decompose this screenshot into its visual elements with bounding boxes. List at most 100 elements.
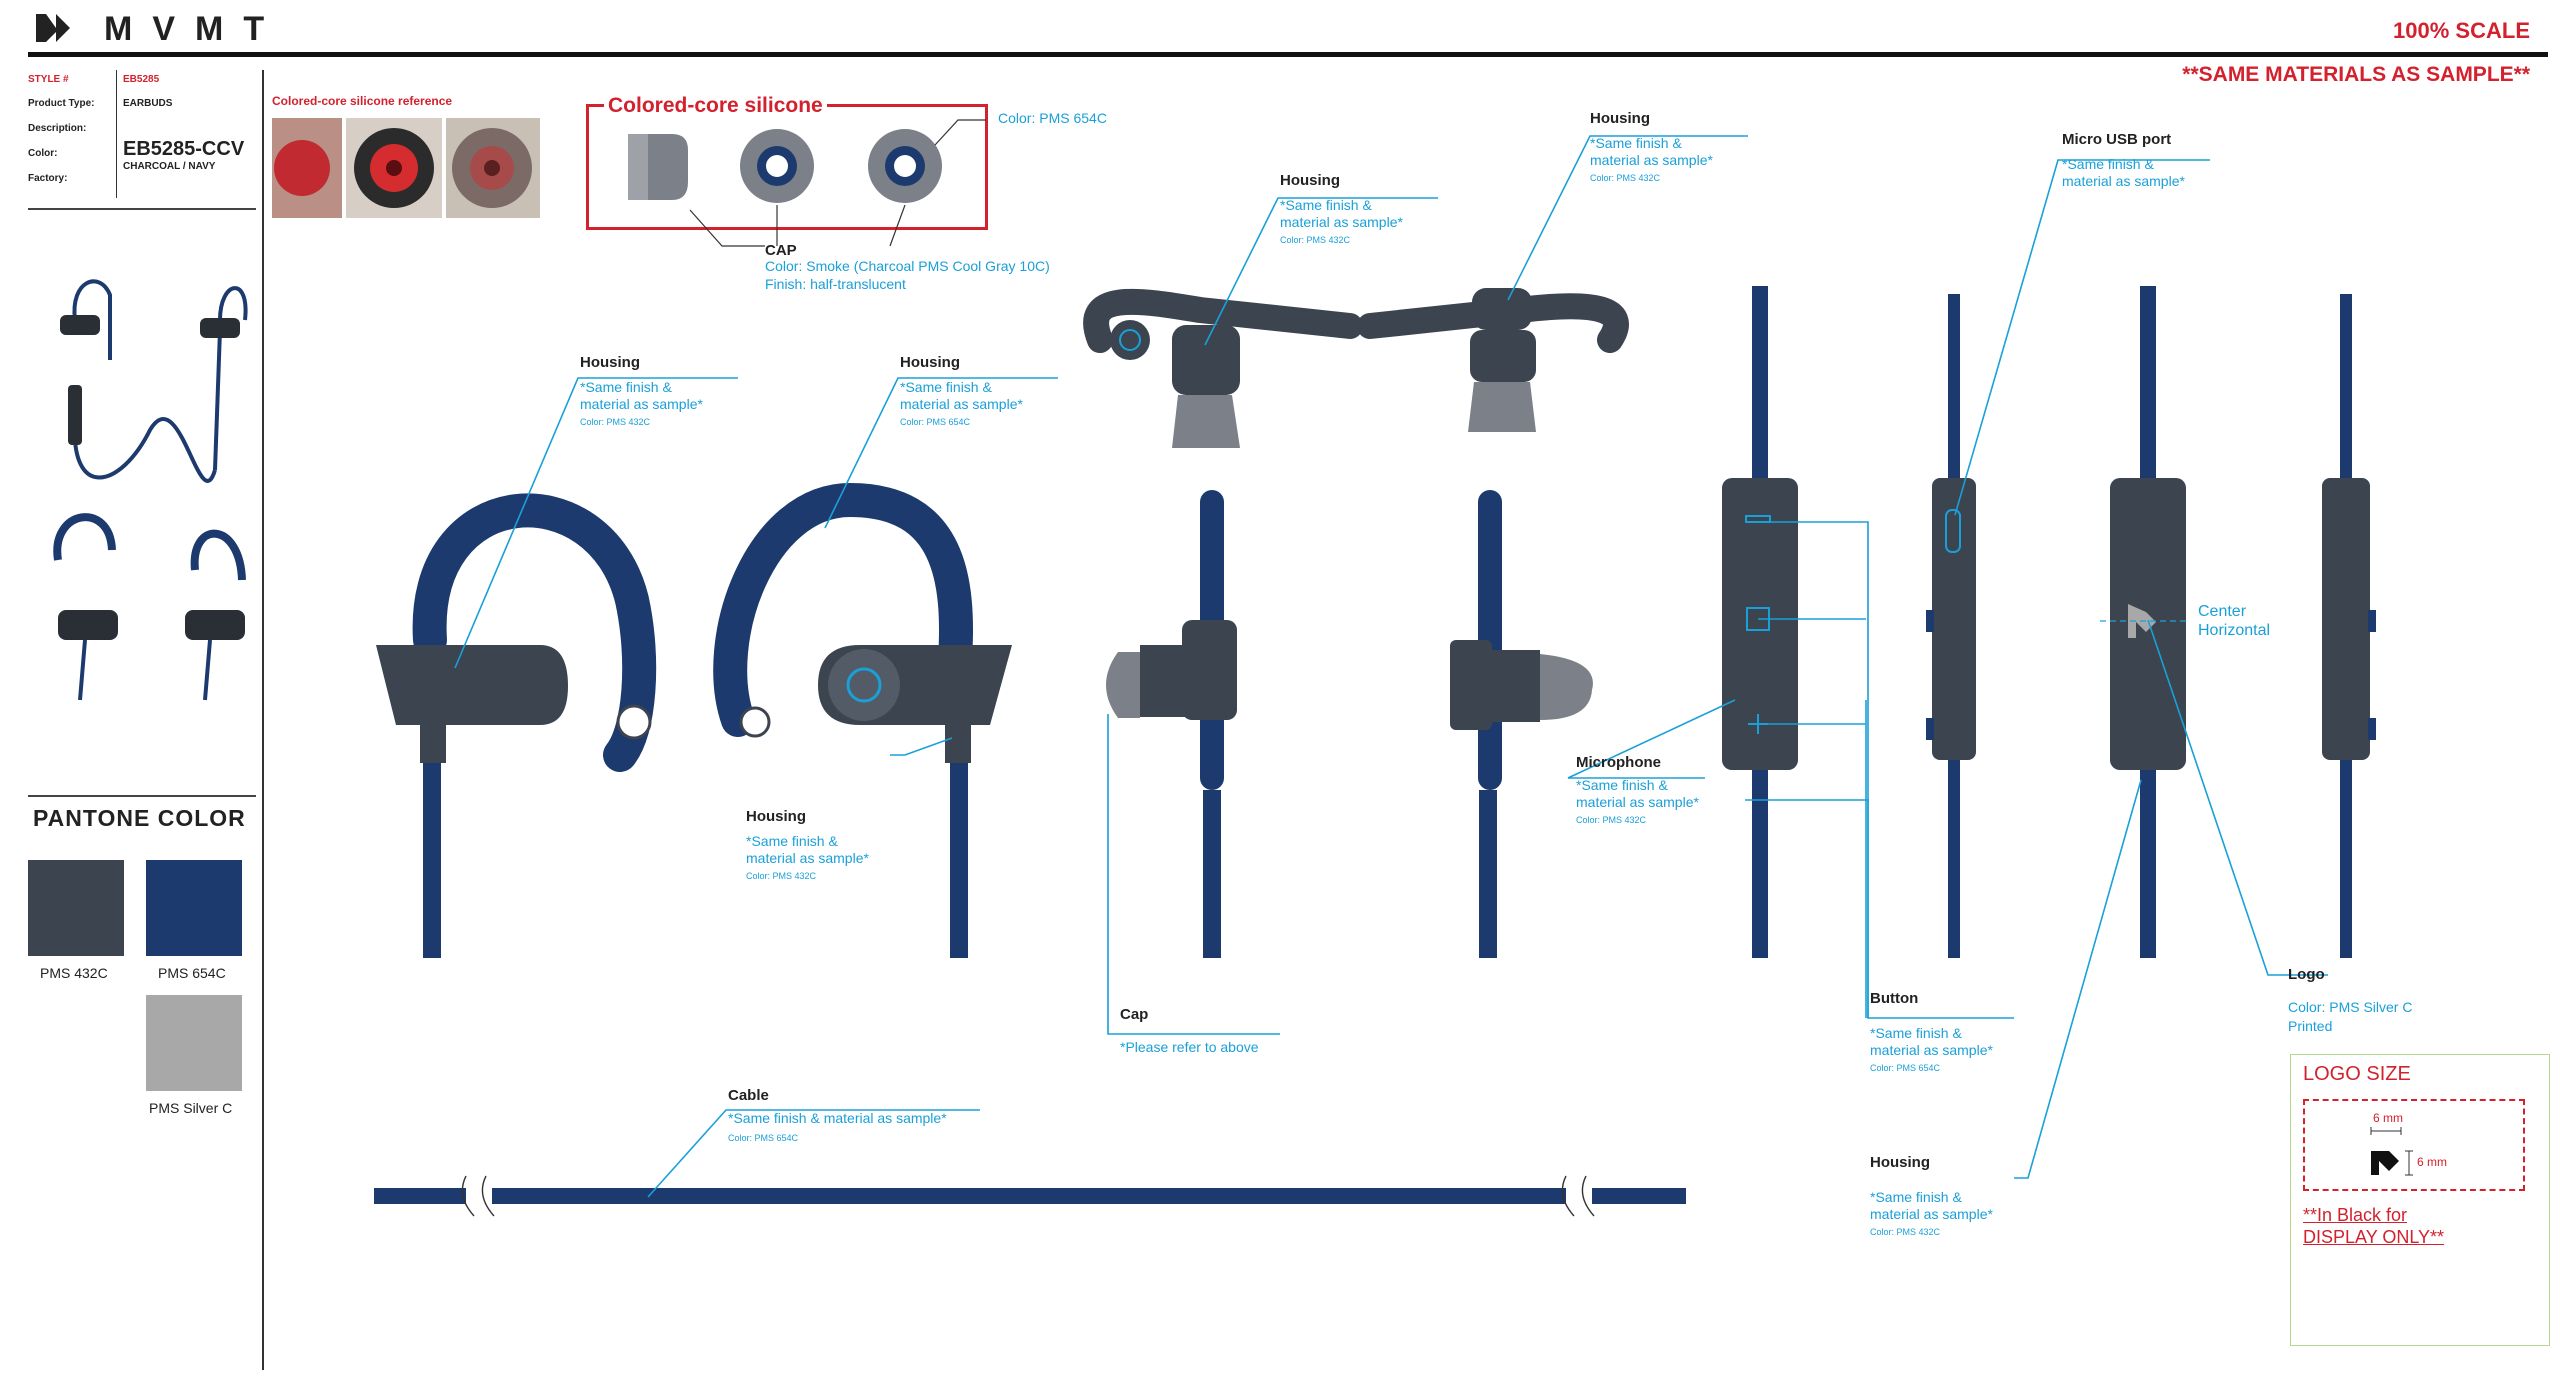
swatch-label: PMS 654C — [158, 965, 226, 981]
photo-earbud-left — [60, 315, 100, 335]
logo-size-box: LOGO SIZE 6 mm 6 mm **In Black for DISPL… — [2290, 1054, 2550, 1346]
remote-side-view-2 — [2322, 294, 2376, 958]
callout-line2: material as sample* — [2062, 173, 2185, 189]
callout-title: Housing — [1590, 110, 1650, 127]
callout-housing-1: Housing *Same finish & material as sampl… — [580, 354, 703, 427]
callout-line1: *Same finish & — [746, 833, 838, 849]
logo-size-width: 6 mm — [2373, 1111, 2403, 1125]
callout-microphone: Microphone *Same finish & material as sa… — [1576, 754, 1699, 825]
style-label: STYLE # — [28, 74, 69, 85]
callout-housing-4: Housing *Same finish & material as sampl… — [1280, 172, 1403, 245]
swatch-label: PMS 432C — [40, 965, 108, 981]
callout-title: Housing — [580, 354, 640, 371]
callout-color: Color: PMS 432C — [1576, 815, 1647, 825]
callout-color: Color: PMS 654C — [900, 417, 971, 427]
earbud-top-view-right — [1357, 288, 1629, 432]
cap-note-finish: Finish: half-translucent — [765, 276, 906, 292]
photo-pair-closeup — [53, 513, 246, 701]
callout-line1: *Same finish & — [1870, 1189, 1962, 1205]
callout-line2: material as sample* — [580, 396, 703, 412]
center-label: Center Horizontal — [2198, 602, 2270, 640]
sidebar-divider — [262, 70, 264, 1370]
colored-core-color: Color: PMS 654C — [998, 110, 1107, 126]
callout-line1: *Same finish & — [2062, 156, 2154, 172]
callout-title: Micro USB port — [2062, 131, 2172, 148]
logo-size-frame: 6 mm 6 mm — [2303, 1099, 2525, 1191]
earbud-side-view-right — [713, 482, 1012, 958]
swatch-pms-654c — [146, 860, 242, 956]
callout-title: Microphone — [1576, 754, 1661, 771]
leader-lines — [454, 135, 2328, 1198]
callout-line1: *Same finish & — [1280, 197, 1372, 213]
callout-line2: material as sample* — [1576, 794, 1699, 810]
callout-micro-usb: Micro USB port *Same finish & material a… — [2062, 131, 2185, 190]
earbud-top-view-left — [1083, 288, 1363, 448]
callout-line2: material as sample* — [1590, 152, 1713, 168]
photo-earbud-right — [200, 318, 240, 338]
center-line1: Center — [2198, 603, 2247, 620]
callout-housing-2: Housing *Same finish & material as sampl… — [900, 354, 1023, 427]
callout-line1: *Same finish & — [1870, 1025, 1962, 1041]
callout-logo: Logo Color: PMS Silver C Printed — [2288, 966, 2412, 1035]
callout-color: Color: PMS 654C — [1870, 1063, 1941, 1073]
callout-color: Color: PMS 432C — [1280, 235, 1351, 245]
swatch-pms-silver-c — [146, 995, 242, 1091]
logo-size-height: 6 mm — [2417, 1155, 2447, 1169]
cap-title: Cap — [1120, 1006, 1149, 1023]
product-type-label: Product Type: — [28, 98, 95, 109]
spec-divider — [116, 70, 117, 198]
product-type-value: EARBUDS — [123, 98, 173, 109]
callout-line1: *Same finish & — [900, 379, 992, 395]
earbud-front-view-right — [1450, 490, 1593, 958]
mvmt-logo-icon — [36, 14, 70, 42]
logo-size-diagram — [2370, 1127, 2413, 1176]
callout-line2: material as sample* — [746, 850, 869, 866]
cap-note-color: Color: Smoke (Charcoal PMS Cool Gray 10C… — [765, 258, 1050, 274]
swatch-pms-432c — [28, 860, 124, 956]
logo-color: Color: PMS Silver C — [2288, 999, 2413, 1015]
callout-color: Color: PMS 432C — [1870, 1227, 1941, 1237]
mvmt-logo-icon — [2371, 1151, 2399, 1175]
spec-block: STYLE # EB5285 Product Type: EARBUDS Des… — [28, 70, 258, 200]
materials-note: **SAME MATERIALS AS SAMPLE** — [2182, 63, 2530, 86]
product-photos — [53, 279, 248, 701]
callout-housing-remote: Housing *Same finish & material as sampl… — [1870, 1154, 1993, 1237]
description-label: Description: — [28, 123, 87, 134]
scale-label: 100% SCALE — [2393, 18, 2530, 43]
reference-title: Colored-core silicone reference — [272, 94, 453, 108]
logo-size-title: LOGO SIZE — [2303, 1063, 2411, 1085]
cable-title: Cable — [728, 1087, 769, 1104]
cable-text: *Same finish & material as sample* — [728, 1110, 947, 1126]
callout-title: Housing — [1280, 172, 1340, 189]
color-name: CHARCOAL / NAVY — [123, 161, 216, 172]
callout-line1: *Same finish & — [580, 379, 672, 395]
cap-text: *Please refer to above — [1120, 1039, 1259, 1055]
callout-line2: material as sample* — [900, 396, 1023, 412]
color-label: Color: — [28, 148, 58, 159]
callout-line1: *Same finish & — [1590, 135, 1682, 151]
cap-illustrations — [628, 119, 986, 247]
logo-size-note-2: DISPLAY ONLY** — [2303, 1227, 2445, 1247]
pantone-title: PANTONE COLOR — [33, 805, 246, 831]
callout-color: Color: PMS 432C — [746, 871, 817, 881]
pantone-rule — [28, 795, 256, 797]
logo-size-note-1: **In Black for — [2303, 1205, 2408, 1225]
factory-label: Factory: — [28, 173, 68, 184]
callout-housing-5: Housing *Same finish & material as sampl… — [1590, 110, 1713, 183]
spec-rule — [28, 208, 256, 210]
earbud-side-view-left — [376, 493, 657, 958]
callout-title: Housing — [746, 808, 806, 825]
cap-note-title: CAP — [765, 242, 797, 259]
callout-button: Button *Same finish & material as sample… — [1870, 990, 1993, 1073]
remote-front-view — [1722, 286, 1798, 958]
callout-cap: Cap *Please refer to above — [1120, 1006, 1259, 1056]
earbud-front-view-left — [1106, 490, 1237, 958]
center-line2: Horizontal — [2198, 622, 2271, 639]
swatch-label: PMS Silver C — [149, 1100, 233, 1116]
style-value: EB5285 — [123, 74, 160, 85]
photo-remote — [68, 385, 82, 445]
color-code: EB5285-CCV — [123, 138, 245, 160]
callout-color: Color: PMS 432C — [580, 417, 651, 427]
callout-line2: material as sample* — [1870, 1206, 1993, 1222]
